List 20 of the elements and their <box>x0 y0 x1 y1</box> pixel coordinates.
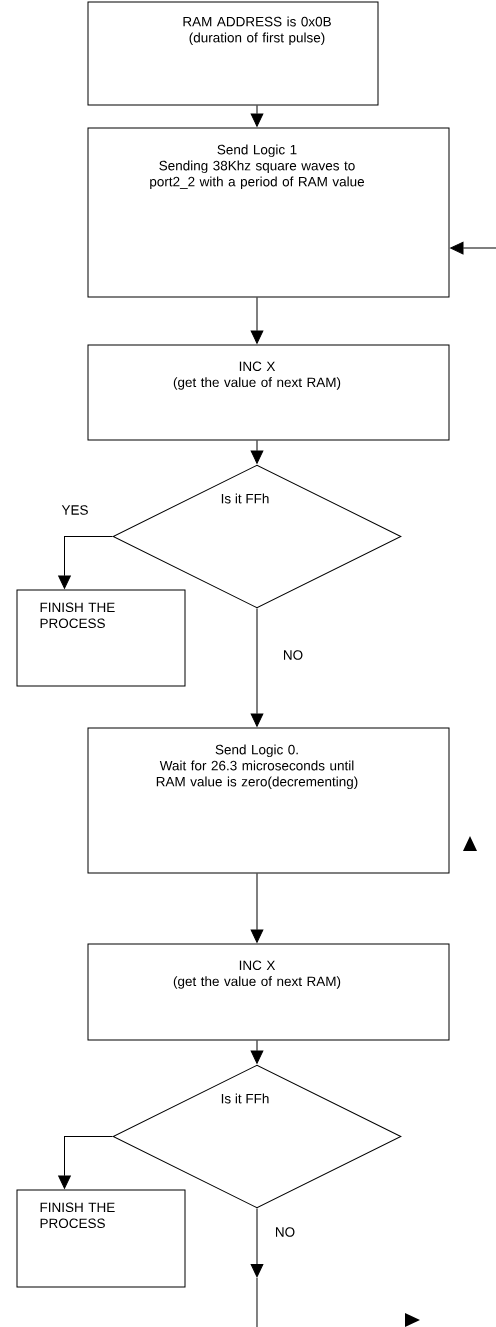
arrow <box>250 105 264 127</box>
edge-label: NO <box>281 649 305 661</box>
arrow <box>450 241 496 255</box>
process-box: Send Logic 0. Wait for 26.3 microseconds until RAM value is zero(decrementing) <box>87 727 450 874</box>
arrow <box>58 536 113 589</box>
arrow <box>250 1208 264 1278</box>
process-box: RAM ADDRESS is 0x0B (duration of first pulse) <box>87 1 379 106</box>
arrow <box>250 297 264 344</box>
process-box: Send Logic 1 Sending 38Khz square waves to port2_2 with a period of RAM value <box>87 127 450 298</box>
edge-label: YES <box>60 504 90 516</box>
process-box: INC X (get the value of next RAM) <box>87 344 450 441</box>
arrow <box>250 608 264 727</box>
process-box: INC X (get the value of next RAM) <box>87 943 450 1041</box>
end-box: FINISH THE PROCESS <box>16 1189 186 1288</box>
arrow <box>58 1136 113 1189</box>
arrow <box>250 440 264 464</box>
end-box: FINISH THE PROCESS <box>16 589 186 687</box>
arrow <box>250 1040 264 1064</box>
edge-label: NO <box>273 1226 297 1238</box>
arrow <box>250 873 264 943</box>
